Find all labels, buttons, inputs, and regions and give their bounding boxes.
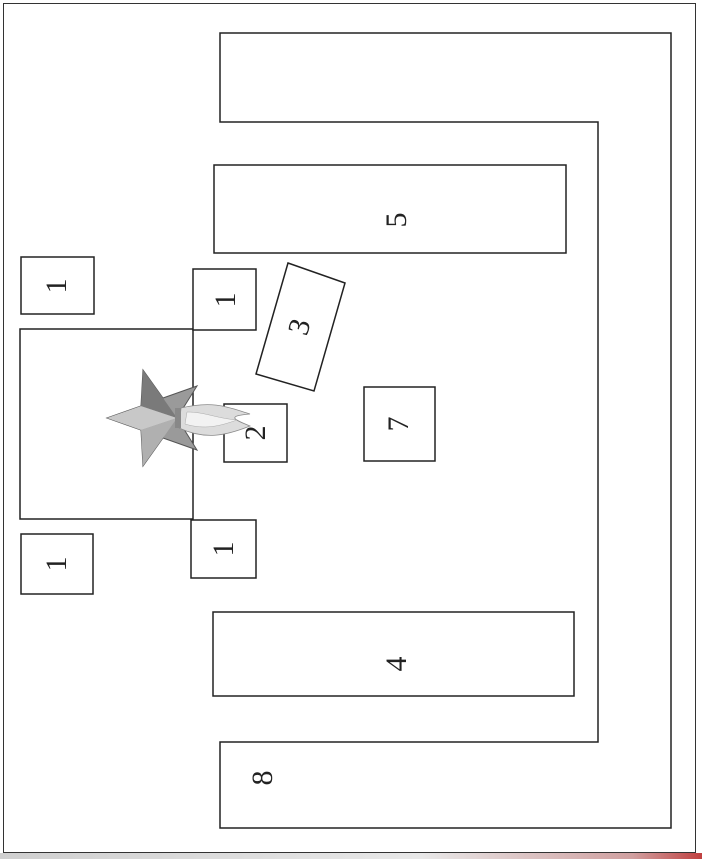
label-box-7: 7: [384, 417, 414, 432]
label-box-1-top-left: 1: [42, 279, 72, 294]
label-u-shape-8: 8: [248, 771, 278, 786]
label-box-1-bottom-left: 1: [42, 557, 72, 572]
label-box-1-top-right: 1: [211, 293, 241, 308]
box-5: [214, 165, 566, 253]
label-box-1-bottom-right: 1: [209, 542, 239, 557]
box-4: [213, 612, 574, 696]
scan-edge: [0, 853, 702, 859]
label-box-5: 5: [382, 213, 412, 228]
label-box-2: 2: [241, 426, 271, 441]
label-box-4: 4: [382, 657, 412, 672]
